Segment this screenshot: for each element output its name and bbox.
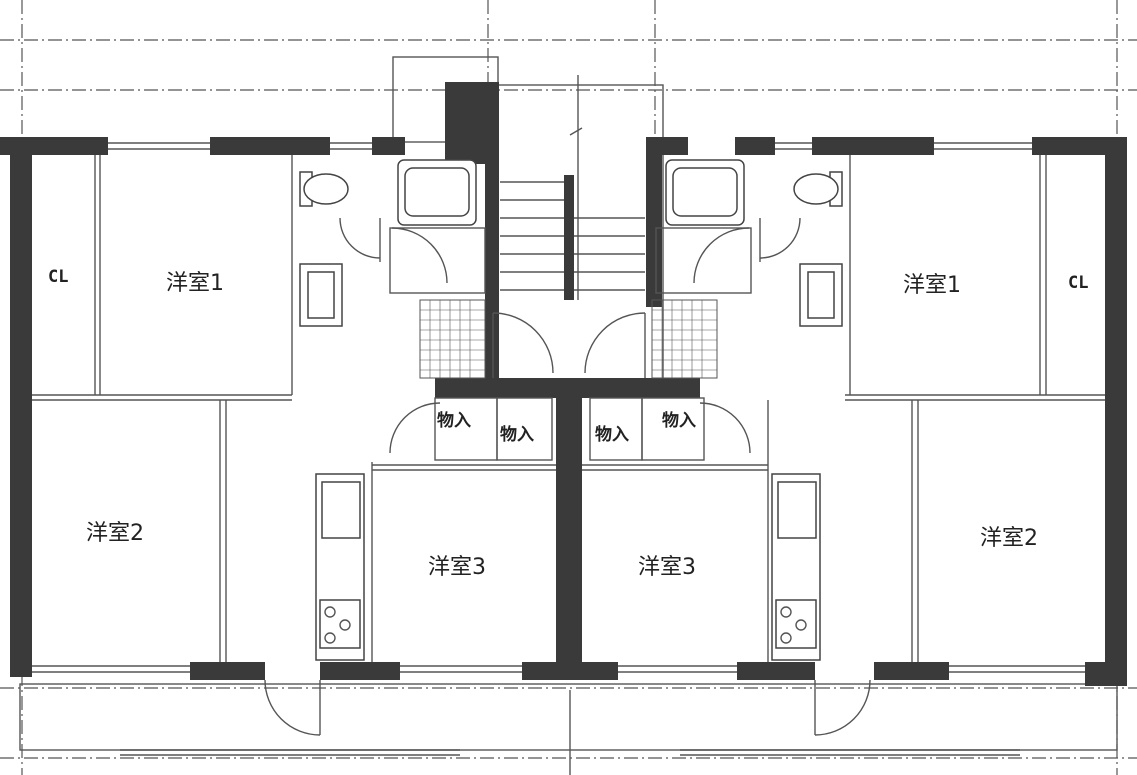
storage-label-4: 物入 [662, 410, 696, 431]
entrance-tile-grid-right [652, 300, 717, 378]
balcony [19, 683, 1118, 756]
storage-label-3: 物入 [595, 424, 629, 445]
entrance-tile-grid [420, 300, 485, 378]
left-unit [0, 82, 700, 736]
storage-label-1: 物入 [437, 410, 471, 431]
left-cl-label: CL [48, 267, 68, 287]
room-labels: CL 洋室1 洋室2 洋室3 洋室3 洋室1 CL 洋室2 物入 物入 物入 物… [48, 267, 1088, 580]
stairs [500, 127, 645, 300]
right-room1-label: 洋室1 [903, 273, 961, 298]
left-room2-label: 洋室2 [86, 521, 144, 546]
left-room1-label: 洋室1 [166, 271, 224, 296]
right-room3-label: 洋室3 [638, 555, 696, 580]
right-room2-label: 洋室2 [980, 526, 1038, 551]
right-cl-label: CL [1068, 273, 1088, 293]
right-unit [578, 137, 1127, 736]
left-room3-label: 洋室3 [428, 555, 486, 580]
storage-label-2: 物入 [500, 424, 534, 445]
